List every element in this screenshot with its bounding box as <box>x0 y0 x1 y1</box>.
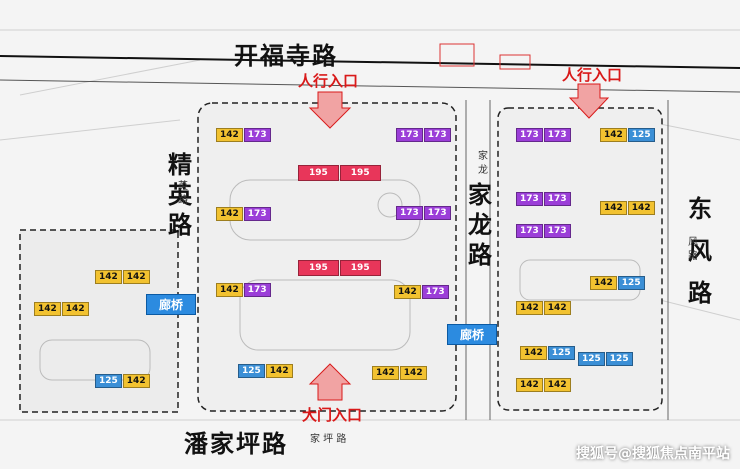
north-road-label: 开福寺路 <box>234 42 338 70</box>
unit-142: 142 <box>61 302 89 316</box>
unit-173: 173 <box>243 207 271 221</box>
unit-173: 173 <box>516 192 543 206</box>
unit-195: 195 <box>339 260 381 276</box>
unit-195: 195 <box>339 165 381 181</box>
unit-142: 142 <box>516 301 543 315</box>
unit-142: 142 <box>600 128 627 142</box>
unit-142: 142 <box>95 270 122 284</box>
unit-195: 195 <box>298 260 339 276</box>
unit-125: 125 <box>627 128 655 142</box>
west-bridge-label: 廊桥 <box>146 294 197 315</box>
unit-173: 173 <box>421 285 449 299</box>
unit-142: 142 <box>543 378 571 392</box>
unit-195: 195 <box>298 165 339 181</box>
unit-142: 142 <box>216 207 243 221</box>
unit-173: 173 <box>516 224 543 238</box>
middle-road-sublabel: 家 龙 <box>478 151 488 176</box>
unit-142: 142 <box>216 128 243 142</box>
unit-142: 142 <box>122 374 150 388</box>
unit-173: 173 <box>396 206 423 220</box>
unit-142: 142 <box>600 201 627 215</box>
unit-142: 142 <box>216 283 243 297</box>
north-right-entrance-label: 人行入口 <box>562 66 623 84</box>
unit-142: 142 <box>394 285 421 299</box>
unit-173: 173 <box>396 128 423 142</box>
east-bridge-label: 廊桥 <box>447 324 498 345</box>
unit-142: 142 <box>627 201 655 215</box>
unit-173: 173 <box>423 206 451 220</box>
unit-173: 173 <box>243 128 271 142</box>
unit-142: 142 <box>122 270 150 284</box>
east-road-label: 东风路 <box>688 195 714 307</box>
unit-142: 142 <box>399 366 427 380</box>
unit-142: 142 <box>34 302 61 316</box>
north-right-entrance-arrow <box>568 83 610 119</box>
unit-125: 125 <box>605 352 633 366</box>
middle-road <box>465 100 491 420</box>
unit-173: 173 <box>543 128 571 142</box>
unit-125: 125 <box>238 364 265 378</box>
unit-173: 173 <box>543 192 571 206</box>
watermark-text: 搜狐号@搜狐焦点南平站 <box>576 446 730 462</box>
unit-142: 142 <box>372 366 399 380</box>
north-left-entrance-label: 人行入口 <box>298 72 359 90</box>
unit-173: 173 <box>516 128 543 142</box>
unit-142: 142 <box>516 378 543 392</box>
unit-173: 173 <box>243 283 271 297</box>
unit-125: 125 <box>547 346 575 360</box>
unit-173: 173 <box>423 128 451 142</box>
unit-142: 142 <box>265 364 293 378</box>
unit-142: 142 <box>543 301 571 315</box>
unit-173: 173 <box>543 224 571 238</box>
north-road <box>0 55 740 93</box>
unit-142: 142 <box>520 346 547 360</box>
east-road-sublabel: 风 路 <box>688 237 698 262</box>
unit-142: 142 <box>590 276 617 290</box>
west-road-sublabel: 英 路 <box>178 181 188 206</box>
south-entrance-arrow <box>308 363 352 401</box>
unit-125: 125 <box>578 352 605 366</box>
south-road-sublabel: 家 坪 路 <box>310 434 347 445</box>
south-road-label: 潘家坪路 <box>184 430 288 458</box>
south-entrance-label: 大门入口 <box>302 406 363 424</box>
north-left-entrance-arrow <box>308 91 352 129</box>
west-road-label: 精英路 <box>168 151 194 239</box>
middle-road-label: 家龙路 <box>468 181 494 269</box>
unit-125: 125 <box>617 276 645 290</box>
unit-125: 125 <box>95 374 122 388</box>
